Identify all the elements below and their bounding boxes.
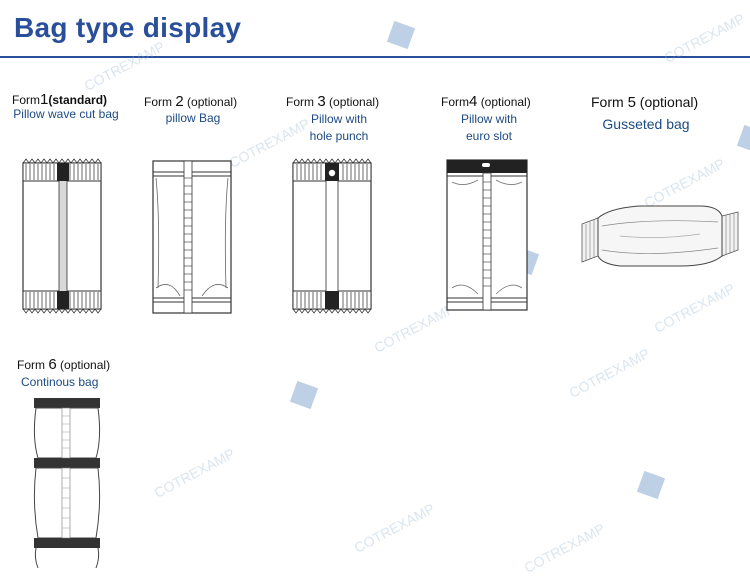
form-5-heading: Form 5 (optional) xyxy=(591,94,699,111)
title-divider xyxy=(0,56,750,58)
form-2-caption: pillow Bag xyxy=(165,111,221,125)
form-3-caption: Pillow with hole punch xyxy=(309,112,369,143)
hole-punch-bag-icon xyxy=(292,158,372,314)
form-4-caption: Pillow with euro slot xyxy=(460,112,517,143)
form-1-heading: Form1(standard) xyxy=(12,91,108,108)
page-title: Bag type display xyxy=(14,12,242,43)
watermark-logo xyxy=(386,20,416,50)
form-2-heading: Form 2 (optional) xyxy=(144,93,238,110)
form-5-caption: Gusseted bag xyxy=(602,116,690,132)
watermark-text: COTREXAMP xyxy=(661,10,748,66)
watermark-logo xyxy=(636,470,666,500)
form-6-caption: Continous bag xyxy=(21,375,99,389)
watermark-logo xyxy=(736,124,750,154)
watermark-text: COTREXAMP xyxy=(651,280,738,336)
pillow-bag-icon xyxy=(22,158,102,314)
form-6-heading: Form 6 (optional) xyxy=(17,356,111,373)
watermark-text: COTREXAMP xyxy=(151,445,238,501)
watermark-text: COTREXAMP xyxy=(81,38,168,94)
euro-slot-bag-icon xyxy=(446,159,528,311)
watermark-logo xyxy=(289,380,319,410)
continuous-bag-icon xyxy=(33,398,101,569)
form-1-caption: Pillow wave cut bag xyxy=(13,107,119,121)
gusseted-bag-icon xyxy=(581,205,739,267)
watermark-text: COTREXAMP xyxy=(351,500,438,556)
form-3-heading: Form 3 (optional) xyxy=(286,93,380,110)
watermark-text: COTREXAMP xyxy=(566,345,653,401)
form-4-heading: Form4 (optional) xyxy=(441,93,531,110)
pillow-bag-icon xyxy=(152,160,232,314)
